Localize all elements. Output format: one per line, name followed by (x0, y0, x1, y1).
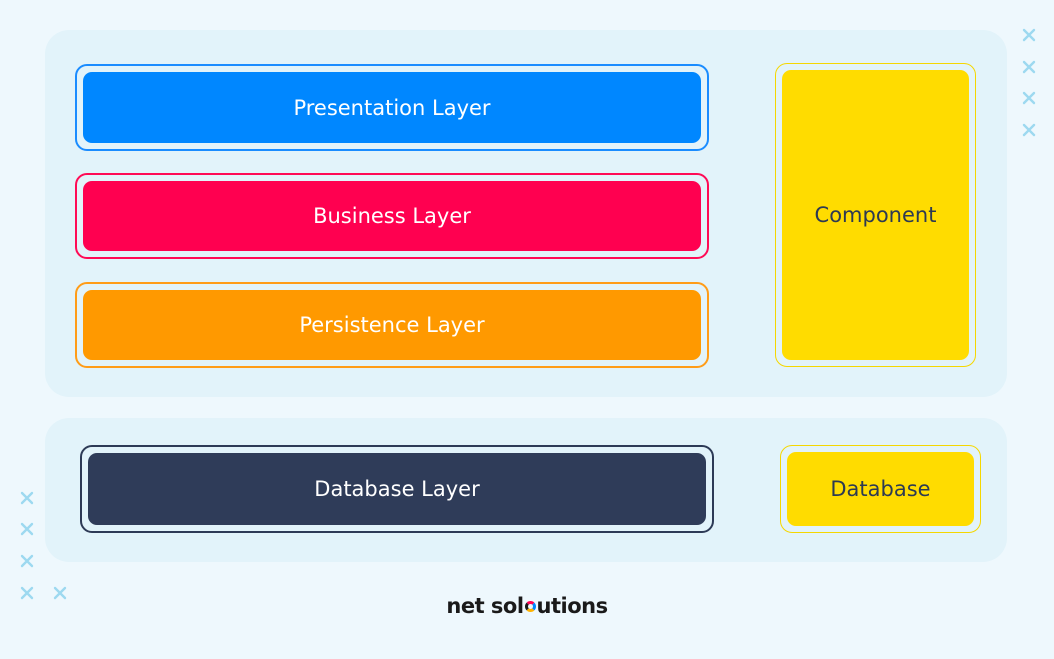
cross-mark-icon (20, 586, 34, 600)
logo-o-mark-icon (524, 600, 536, 612)
component-box: Component (775, 63, 976, 367)
cross-mark-icon (1022, 60, 1036, 74)
cross-mark-icon (20, 554, 34, 568)
persistence-layer-label: Persistence Layer (83, 290, 701, 360)
cross-mark-icon (20, 522, 34, 536)
logo-text-part1: net sol (446, 594, 524, 618)
presentation-layer-box: Presentation Layer (75, 64, 709, 151)
cross-mark-icon (20, 491, 34, 505)
cross-mark-icon (1022, 123, 1036, 137)
business-layer-box: Business Layer (75, 173, 709, 259)
cross-mark-icon (1022, 28, 1036, 42)
logo-text-part2: utions (536, 594, 609, 618)
persistence-layer-box: Persistence Layer (75, 282, 709, 368)
presentation-layer-label: Presentation Layer (83, 72, 701, 143)
cross-mark-icon (53, 586, 67, 600)
database-layer-label: Database Layer (88, 453, 706, 525)
cross-mark-icon (1022, 91, 1036, 105)
component-label: Component (782, 70, 969, 360)
database-box: Database (780, 445, 981, 533)
database-label: Database (787, 452, 974, 526)
net-solutions-logo: net sol utions (0, 594, 1054, 618)
database-layer-box: Database Layer (80, 445, 714, 533)
business-layer-label: Business Layer (83, 181, 701, 251)
